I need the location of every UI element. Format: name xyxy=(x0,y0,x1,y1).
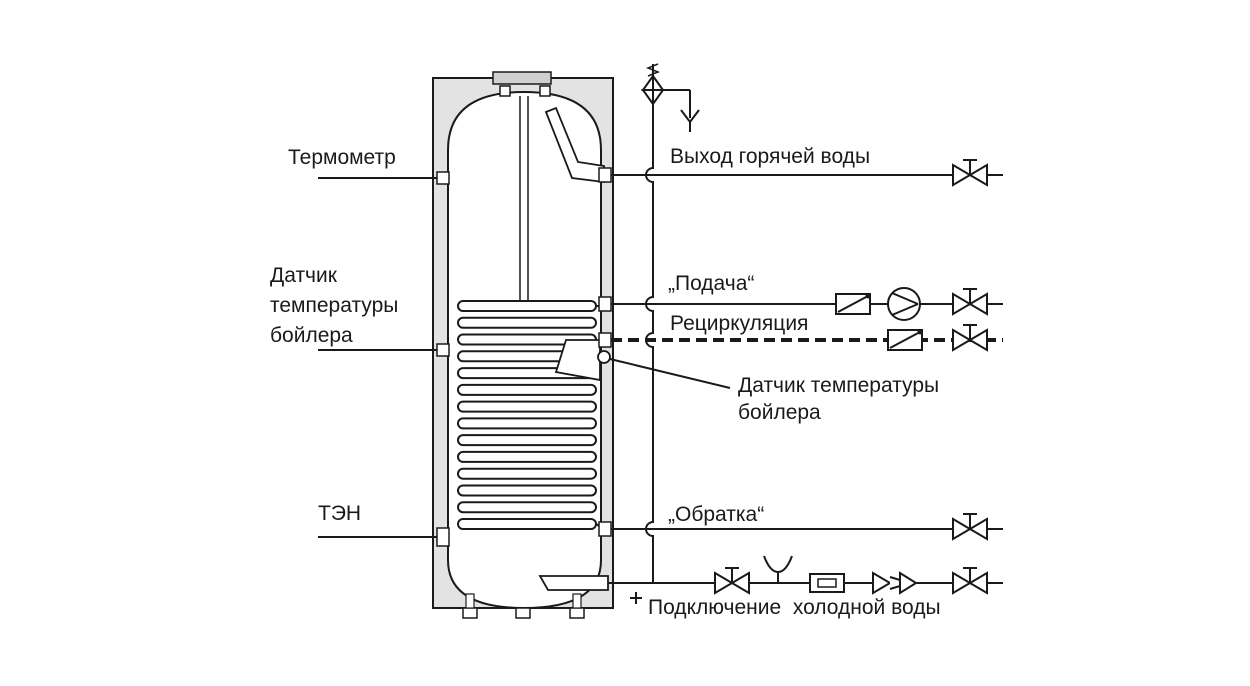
cold-water-in-label: Подключение холодной воды xyxy=(648,596,941,619)
left-fittings xyxy=(436,171,450,547)
thermometer-label: Термометр xyxy=(288,146,396,169)
cold-water-valve-1-icon xyxy=(714,567,750,595)
coil-turn xyxy=(457,450,597,463)
boiler-sensor-right-label-1: Датчик температуры xyxy=(738,374,939,397)
tank-top-fittings xyxy=(499,85,551,97)
return-label: „Обратка“ xyxy=(668,503,764,526)
coil-turn xyxy=(457,434,597,447)
sensor-leader-line xyxy=(609,358,731,389)
boiler-sensor-right-label-2: бойлера xyxy=(738,401,821,424)
recirculation-check-valve-icon xyxy=(887,329,923,351)
coil-turn xyxy=(457,300,597,312)
heating-element-label: ТЭН xyxy=(318,502,361,525)
anode-rod xyxy=(519,96,529,310)
coil-turn xyxy=(457,484,597,497)
pump-icon xyxy=(887,287,921,321)
drain-funnel-icon xyxy=(763,555,793,583)
hot-water-out-label: Выход горячей воды xyxy=(670,145,870,168)
coil-turn xyxy=(457,518,597,530)
boiler-sensor-left-label-2: температуры xyxy=(270,294,398,317)
sensor-pocket xyxy=(554,339,601,382)
supply-check-valve-icon xyxy=(835,293,871,315)
cold-water-valve-2-icon xyxy=(952,567,988,595)
supply-valve-icon xyxy=(952,288,988,316)
supply-label: „Подача“ xyxy=(668,272,754,295)
coil-turn xyxy=(457,417,597,430)
return-valve-icon xyxy=(952,513,988,541)
vertical-riser xyxy=(645,64,654,582)
coil-turn xyxy=(457,383,597,396)
hot-water-inner-pipe xyxy=(544,106,605,184)
recirculation-valve-icon xyxy=(952,324,988,352)
cold-water-inner-pipe xyxy=(538,575,609,591)
recirculation-label: Рециркуляция xyxy=(670,312,808,335)
hot-water-valve-icon xyxy=(952,159,988,187)
coil-turn xyxy=(457,316,597,329)
filter-icon xyxy=(809,573,845,593)
sensor-point xyxy=(597,350,611,364)
safety-valve-icon xyxy=(641,63,700,132)
coil-turn xyxy=(457,501,597,514)
coil-turn xyxy=(457,467,597,480)
pressure-reducer-icon xyxy=(872,571,918,595)
cold-water-line xyxy=(608,582,1003,604)
heat-exchanger-coil xyxy=(457,300,604,530)
boiler-feet xyxy=(462,593,585,619)
boiler-sensor-left-label-3: бойлера xyxy=(270,324,353,347)
boiler-sensor-left-label-1: Датчик xyxy=(270,264,338,287)
left-leader-lines xyxy=(318,177,437,538)
coil-turn xyxy=(457,400,597,413)
